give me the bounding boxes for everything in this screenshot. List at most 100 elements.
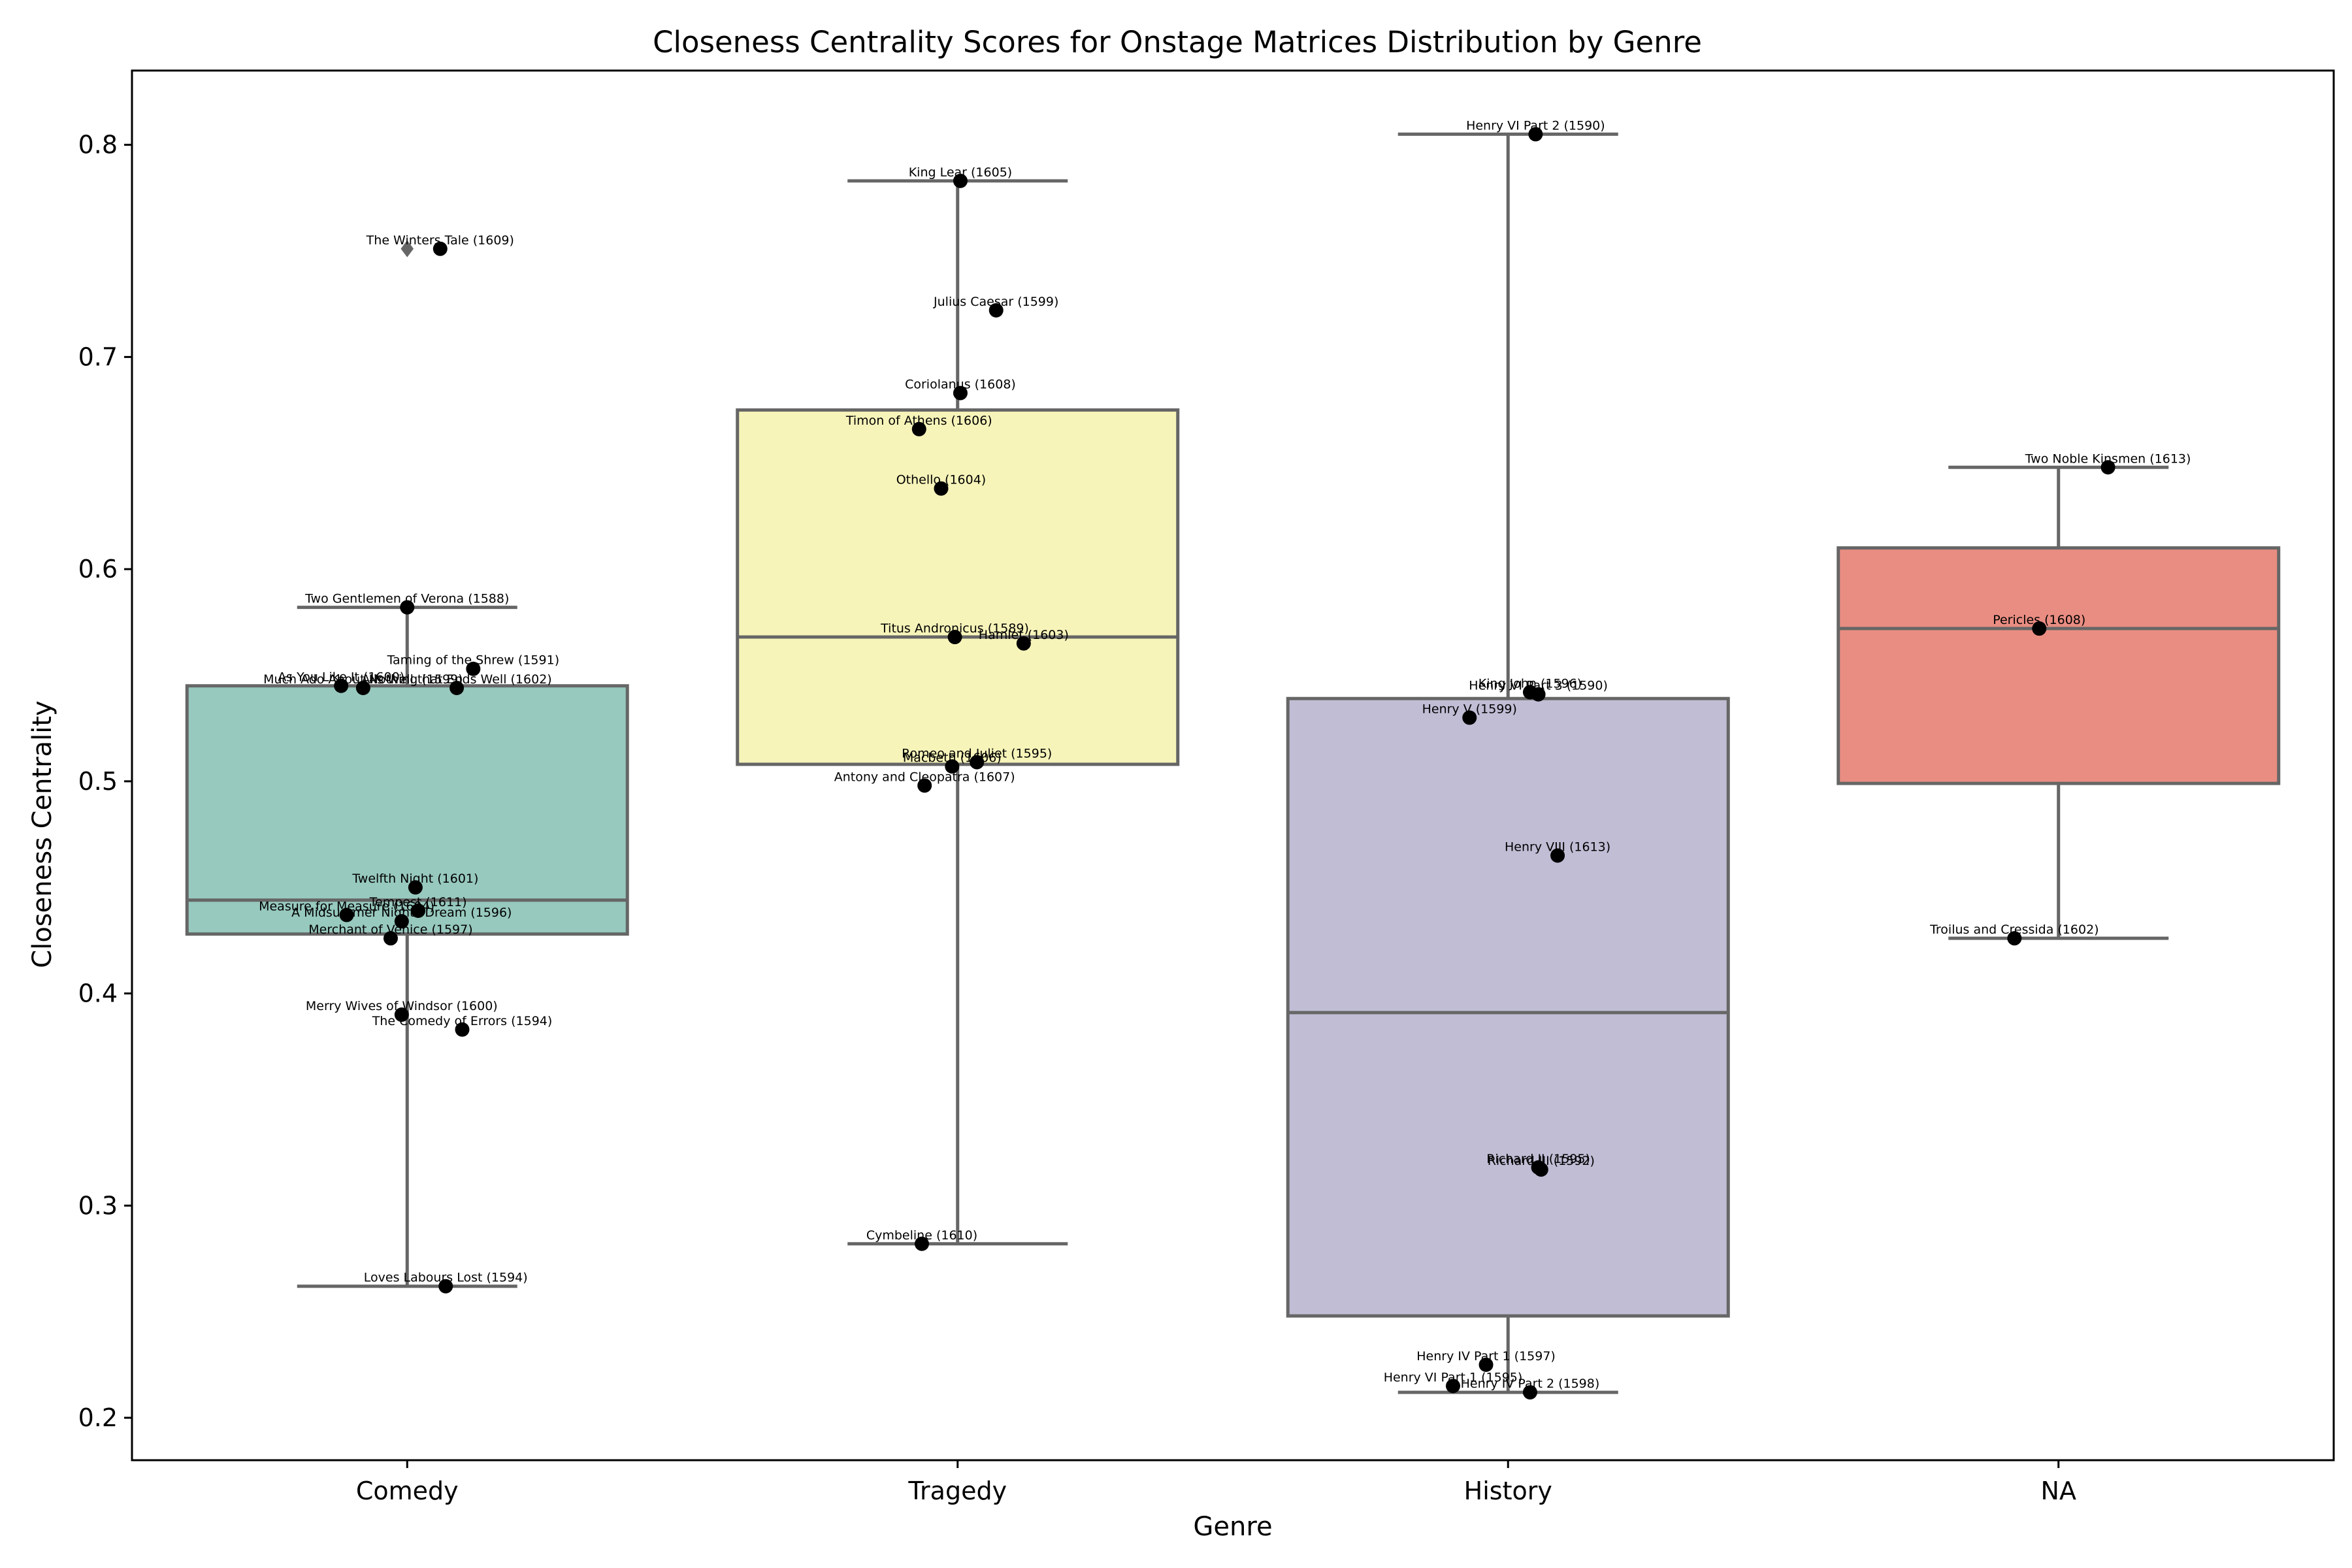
data-point-label: The Comedy of Errors (1594) xyxy=(372,1014,553,1028)
box-group-history xyxy=(1286,132,1730,1394)
y-tick-label: 0.2 xyxy=(78,1403,118,1432)
data-point xyxy=(2100,460,2115,475)
box-group-tragedy xyxy=(736,179,1180,1246)
data-point-label: Cymbeline (1610) xyxy=(866,1228,977,1243)
data-point xyxy=(947,630,962,645)
data-point xyxy=(383,931,398,946)
data-point-label: Tempest (1611) xyxy=(369,895,467,909)
box-group-na xyxy=(1837,465,2281,940)
y-axis: 0.2 0.3 0.4 0.5 0.6 0.7 0.8 xyxy=(78,131,132,1432)
data-point-label: Julius Caesar (1599) xyxy=(933,295,1058,309)
data-points: The Winters Tale (1609) Two Gentlemen of … xyxy=(259,118,2191,1400)
data-point xyxy=(334,678,349,693)
data-point xyxy=(1531,687,1546,702)
x-tick-label: Comedy xyxy=(356,1477,459,1505)
data-point-label: Taming of the Shrew (1591) xyxy=(387,653,560,668)
data-point xyxy=(433,241,448,256)
data-point xyxy=(934,481,949,496)
x-tick-label: NA xyxy=(2041,1477,2076,1505)
data-point-label: Pericles (1608) xyxy=(1993,613,2085,627)
data-point-label: Two Gentlemen of Verona (1588) xyxy=(304,592,509,606)
y-tick-label: 0.7 xyxy=(78,342,118,371)
box-iqr xyxy=(1286,696,1730,1318)
plot-area: The Winters Tale (1609) Two Gentlemen of … xyxy=(185,118,2281,1400)
x-tick-label: History xyxy=(1464,1477,1552,1505)
data-point-label: Merry Wives of Windsor (1600) xyxy=(306,999,498,1013)
data-point-label: Hamlet (1603) xyxy=(979,628,1069,642)
data-point xyxy=(394,1007,409,1022)
data-point xyxy=(455,1022,470,1037)
data-point xyxy=(988,302,1004,318)
y-axis-label: Closeness Centrality xyxy=(27,700,57,968)
data-point xyxy=(953,173,968,188)
data-point-label: King John (1596) xyxy=(1478,676,1582,691)
data-point-label: The Winters Tale (1609) xyxy=(366,233,514,248)
y-tick-label: 0.3 xyxy=(78,1191,118,1220)
data-point xyxy=(970,755,985,770)
data-point xyxy=(411,903,426,918)
box-group-comedy xyxy=(185,240,629,1288)
plot-frame xyxy=(131,69,2335,1462)
data-point xyxy=(1016,636,1031,651)
data-point xyxy=(449,680,465,695)
data-point-label: Merchant of Venice (1597) xyxy=(308,923,472,937)
data-point-label: Henry VIII (1613) xyxy=(1505,840,1610,855)
data-point-label: Romeo and Juliet (1595) xyxy=(902,747,1052,761)
data-point xyxy=(1528,127,1543,142)
box-iqr xyxy=(1837,546,2281,785)
data-point xyxy=(400,600,415,615)
data-point xyxy=(1462,710,1477,725)
data-point xyxy=(1533,1162,1548,1177)
data-point xyxy=(394,914,409,929)
data-point-label: Loves Labours Lost (1594) xyxy=(364,1271,528,1285)
x-axis: Comedy Tragedy History NA xyxy=(356,1460,2076,1505)
y-tick-label: 0.6 xyxy=(78,555,118,583)
data-point xyxy=(408,880,423,895)
data-point xyxy=(917,778,932,793)
data-point-label: Henry V (1599) xyxy=(1422,702,1517,716)
data-point-label: A Midsummer Nights Dream (1596) xyxy=(291,906,512,920)
data-point-label: Alls Well that Ends Well (1602) xyxy=(361,672,551,687)
data-point-label: As You Like It (1600) xyxy=(278,670,404,685)
y-tick-label: 0.5 xyxy=(78,767,118,796)
data-point xyxy=(914,1236,929,1251)
data-point-label: Troilus and Cressida (1602) xyxy=(1929,923,2099,937)
data-point-label: Measure for Measure (1604) xyxy=(259,899,434,913)
data-point xyxy=(355,680,370,695)
data-point xyxy=(1522,1385,1537,1400)
data-point xyxy=(339,907,354,923)
data-point xyxy=(1478,1357,1494,1372)
data-point-label: Richard III (1592) xyxy=(1488,1154,1595,1168)
y-tick-label: 0.4 xyxy=(78,979,118,1008)
data-point-label: Timon of Athens (1606) xyxy=(845,414,992,428)
x-tick-label: Tragedy xyxy=(907,1477,1007,1505)
data-point xyxy=(1550,848,1565,863)
box-iqr xyxy=(185,684,629,936)
data-point-label: King Lear (1605) xyxy=(909,165,1013,180)
data-point-label: Coriolanus (1608) xyxy=(905,378,1016,392)
data-point xyxy=(953,385,968,400)
data-point-label: Henry VI Part 3 (1590) xyxy=(1469,679,1608,693)
data-point-label: Macbeth (1606) xyxy=(903,751,1002,765)
data-point-label: Titus Andronicus (1589) xyxy=(880,621,1029,636)
data-point xyxy=(438,1279,453,1294)
data-point xyxy=(1446,1379,1460,1394)
box-iqr xyxy=(736,408,1180,766)
data-point-label: Twelfth Night (1601) xyxy=(351,872,478,886)
data-point-label: Othello (1604) xyxy=(896,473,987,487)
y-tick-label: 0.8 xyxy=(78,131,118,159)
outlier-marker xyxy=(400,240,414,257)
data-point xyxy=(466,661,481,676)
data-point-label: Richard II (1595) xyxy=(1486,1152,1590,1166)
data-point-label: Two Noble Kinsmen (1613) xyxy=(2025,451,2191,466)
data-point-label: Antony and Cleopatra (1607) xyxy=(834,770,1015,784)
data-point xyxy=(2007,931,2022,946)
data-point xyxy=(2032,621,2047,636)
chart-title: Closeness Centrality Scores for Onstage … xyxy=(653,25,1702,59)
data-point-label: Henry VI Part 2 (1590) xyxy=(1466,118,1605,133)
data-point-label: Henry VI Part 1 (1595) xyxy=(1384,1370,1523,1384)
data-point-label: Much Ado About Nothing (1599) xyxy=(263,672,463,687)
data-point-label: Henry IV Part 2 (1598) xyxy=(1461,1377,1600,1391)
data-point-label: Henry IV Part 1 (1597) xyxy=(1416,1349,1556,1364)
